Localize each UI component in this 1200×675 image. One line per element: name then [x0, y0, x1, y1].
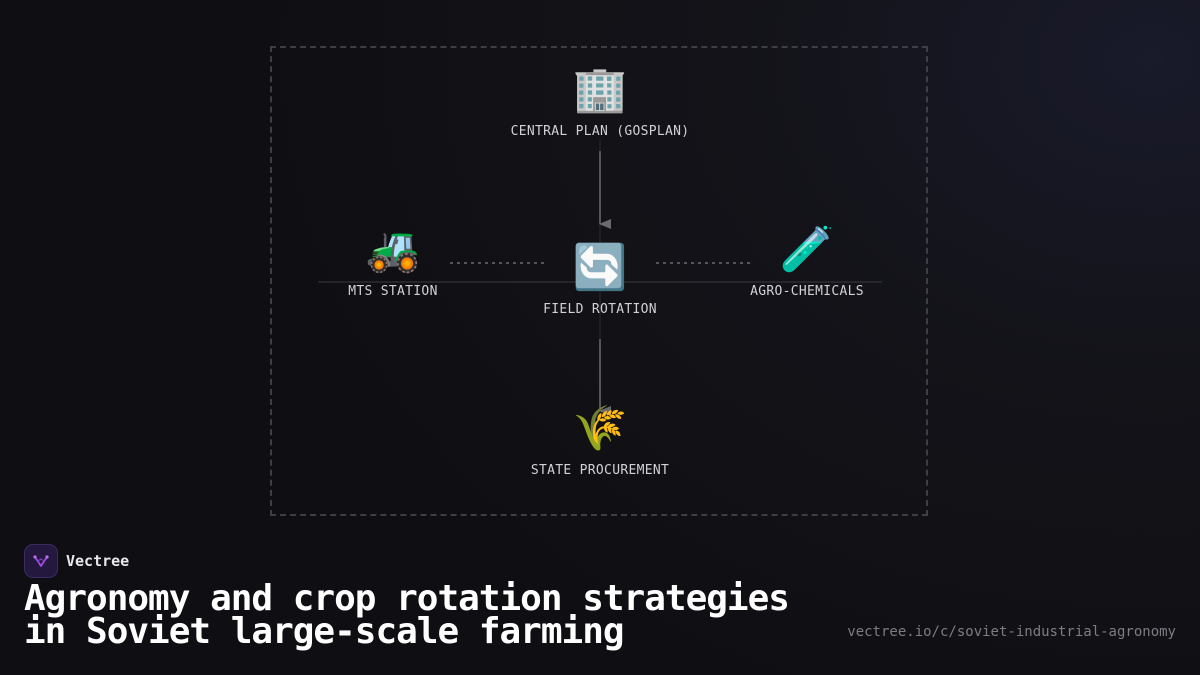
rotation-arrows-icon: 🔄 — [572, 242, 628, 293]
test-tube-icon: 🧪 — [779, 224, 835, 275]
tractor-icon: 🚜 — [365, 224, 421, 275]
node-agro-chemicals: 🧪 AGRO-CHEMICALS — [687, 224, 927, 299]
node-field-rotation: 🔄 FIELD ROTATION — [480, 242, 720, 317]
sheaf-of-rice-icon: 🌾 — [572, 403, 628, 454]
node-label: AGRO-CHEMICALS — [750, 284, 864, 299]
node-label: FIELD ROTATION — [543, 302, 657, 317]
brand-name: Vectree — [66, 552, 130, 570]
office-building-icon: 🏢 — [572, 64, 628, 115]
node-label: STATE PROCUREMENT — [530, 463, 670, 478]
vectree-logo-icon — [24, 544, 58, 578]
node-state-procurement: 🌾 STATE PROCUREMENT — [480, 403, 720, 478]
diagram-frame — [270, 46, 928, 516]
node-central-plan: 🏢 CENTRAL PLAN (GOSPLAN) — [480, 64, 720, 139]
node-label: CENTRAL PLAN (GOSPLAN) — [510, 124, 690, 139]
node-mts-station: 🚜 MTS STATION — [273, 224, 513, 299]
source-url[interactable]: vectree.io/c/soviet-industrial-agronomy — [847, 624, 1176, 640]
page-title: Agronomy and crop rotation strategies in… — [24, 578, 790, 652]
node-label: MTS STATION — [348, 284, 438, 299]
brand: Vectree — [24, 544, 129, 578]
